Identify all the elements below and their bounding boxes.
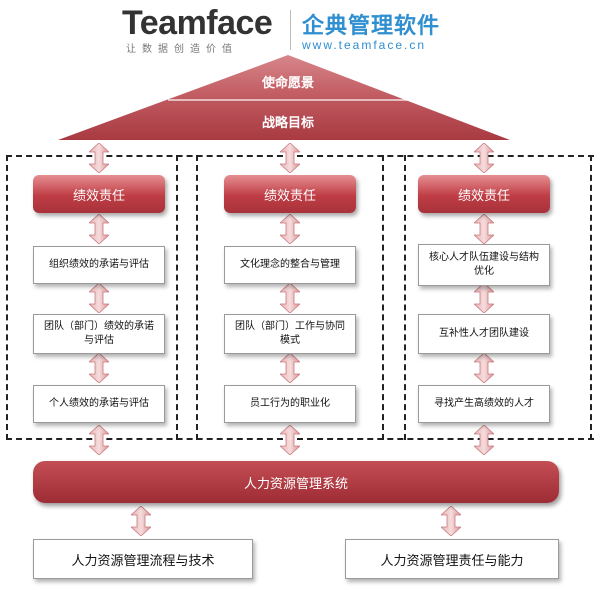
column-2-header: 绩效责任 [224, 175, 356, 213]
connector-arrow-icon [474, 283, 494, 313]
logo-url: www.teamface.cn [302, 38, 427, 52]
logo-brand-cn: 企典管理软件 [302, 14, 441, 39]
top-dash-line [6, 155, 594, 157]
roof-graphic [58, 55, 510, 140]
hr-process-box: 人力资源管理流程与技术 [33, 539, 253, 579]
connector-arrow-icon [89, 214, 109, 244]
column-frame-2 [196, 155, 384, 440]
connector-arrow-icon [131, 504, 151, 538]
column-3-item-2: 互补性人才团队建设 [418, 314, 550, 354]
column-3-item-1: 核心人才队伍建设与结构优化 [418, 244, 550, 286]
column-frame-3 [404, 155, 592, 440]
connector-arrow-icon [89, 353, 109, 383]
logo-brand-en: Teamface [122, 4, 273, 42]
logo-slogan: 让数据创造价值 [126, 44, 238, 55]
roof-triangle [58, 55, 510, 140]
connector-arrow-icon [89, 283, 109, 313]
connector-arrow-icon [280, 425, 300, 455]
hr-responsibility-box: 人力资源管理责任与能力 [345, 539, 559, 579]
column-3-header: 绩效责任 [418, 175, 550, 213]
connector-arrow-icon [280, 283, 300, 313]
bottom-dash-line [6, 438, 594, 440]
logo-separator [290, 10, 291, 50]
connector-arrow-icon [280, 353, 300, 383]
column-2-item-1: 文化理念的整合与管理 [224, 246, 356, 284]
roof-bottom-label: 战略目标 [261, 116, 314, 131]
column-1-header: 绩效责任 [33, 175, 165, 213]
column-3-item-3: 寻找产生高绩效的人才 [418, 385, 550, 423]
connector-arrow-icon [474, 214, 494, 244]
column-1-item-2: 团队（部门）绩效的承诺与评估 [33, 314, 165, 354]
column-2-item-3: 员工行为的职业化 [224, 385, 356, 423]
column-2-item-2: 团队（部门）工作与协同模式 [224, 314, 356, 354]
connector-arrow-icon [89, 425, 109, 455]
connector-arrow-icon [474, 425, 494, 455]
column-1-item-1: 组织绩效的承诺与评估 [33, 246, 165, 284]
column-1-item-3: 个人绩效的承诺与评估 [33, 385, 165, 423]
connector-arrow-icon [280, 143, 300, 173]
connector-arrow-icon [89, 143, 109, 173]
hr-system-bar: 人力资源管理系统 [33, 461, 559, 503]
connector-arrow-icon [474, 143, 494, 173]
connector-arrow-icon [474, 353, 494, 383]
roof-top-label: 使命愿景 [261, 76, 314, 91]
connector-arrow-icon [280, 214, 300, 244]
column-frame-1 [6, 155, 178, 440]
connector-arrow-icon [441, 504, 461, 538]
